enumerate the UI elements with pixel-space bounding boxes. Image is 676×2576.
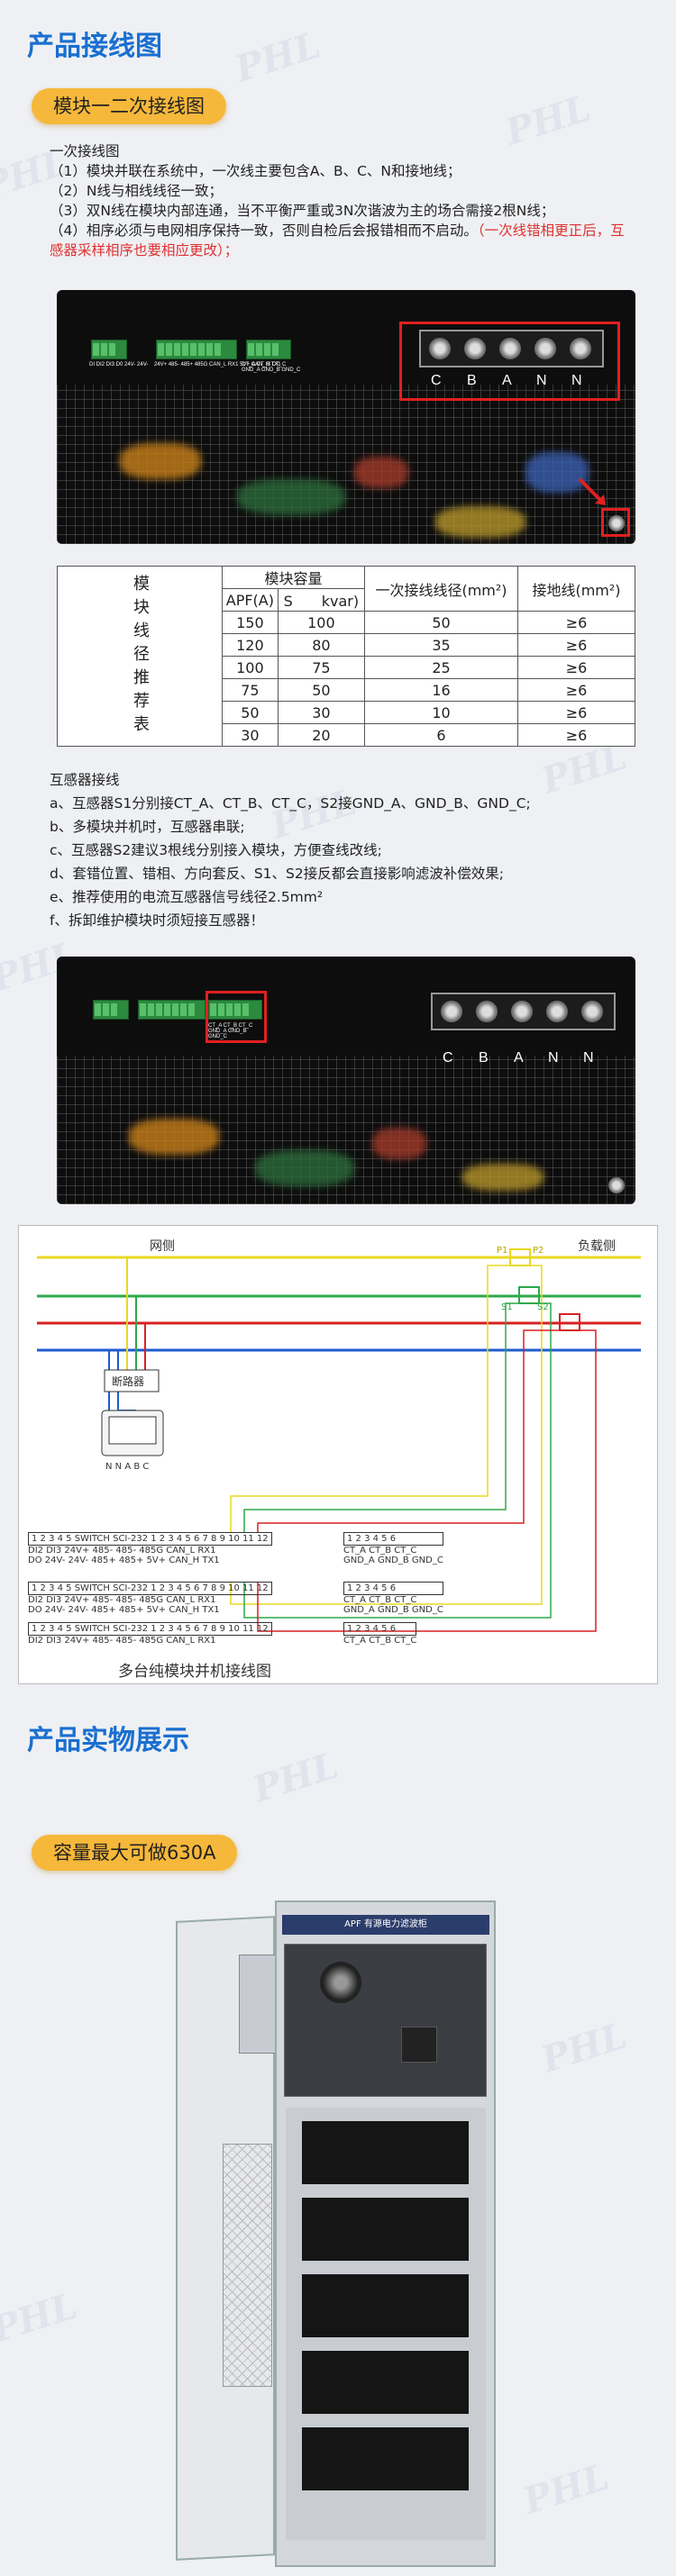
- ct-notes: 互感器接线 a、互感器S1分别接CT_A、CT_B、CT_C，S2接GND_A、…: [50, 770, 644, 930]
- terminal2-label-c: C: [443, 1050, 455, 1066]
- ct-note-e: e、推荐使用的电流互感器信号线径2.5mm²: [50, 889, 324, 905]
- cabinet-header: APF 有源电力滤波柜: [282, 1915, 489, 1935]
- wiring-note-2: （2）N线与相线线径一致；: [50, 183, 223, 199]
- ct-note-d: d、套错位置、错相、方向套反、S1、S2接反都会直接影响滤波补偿效果;: [50, 866, 504, 882]
- ct-row-1: 1 2 3 4 5 6 CT_A CT_B CT_C GND_A GND_B G…: [343, 1532, 443, 1565]
- ct-terminal-highlight: [206, 991, 267, 1043]
- schematic-load-side: 负载侧: [578, 1239, 616, 1254]
- panel2-label-right: CT_A CT_B CT_C GND_A GND_B GND_C: [208, 1023, 253, 1039]
- table-header-s: S kvar): [277, 588, 366, 612]
- ct-row-3: 1 2 3 4 5 6 CT_A CT_B CT_C: [343, 1622, 417, 1646]
- ground-highlight: [601, 508, 630, 537]
- section-title-wiring: 产品接线图: [27, 31, 162, 62]
- ground-screw-2: [608, 1177, 625, 1193]
- terminal2-label-n1: N: [548, 1050, 561, 1066]
- watermark: PHL: [536, 2014, 632, 2082]
- terminal-label-n2: N: [571, 373, 584, 388]
- terminal-label-a: A: [502, 373, 514, 388]
- table-header-ground: 接地线(mm²): [517, 566, 635, 612]
- terminal-block-2: [431, 993, 616, 1030]
- terminal2-label-a: A: [514, 1050, 525, 1066]
- terminal-block: [419, 330, 604, 367]
- module-panel-photo-1: DI DI2 DI3 D0 24V- 24V- 24V+ 485- 485+ 4…: [57, 290, 635, 544]
- ground-screw: [608, 515, 625, 531]
- module-row-1: 1 2 3 4 5 SWITCH SCI-232 1 2 3 4 5 6 7 8…: [28, 1532, 272, 1565]
- section-title-product: 产品实物展示: [27, 1725, 189, 1756]
- schematic-s1: S1: [501, 1302, 513, 1312]
- watermark: PHL: [230, 23, 325, 91]
- wiring-notes: 一次接线图 （1）模块并联在系统中，一次线主要包含A、B、C、N和接地线； （2…: [50, 141, 626, 260]
- wiring-note-red: （一次线错相更正后，互感器采样相序也要相应更改）；: [50, 222, 625, 259]
- table-side-label: 模块线径推荐表: [57, 566, 223, 747]
- module-panel-photo-2: CT_A CT_B CT_C GND_A GND_B GND_C C B A N…: [57, 957, 635, 1204]
- parallel-wiring-schematic: 网侧 负载侧 断路器 N N A B C P1 P2 S1 S2 1 2 3 4…: [18, 1225, 658, 1684]
- schematic-p1: P1: [497, 1246, 508, 1256]
- arrow-icon: [578, 477, 606, 505]
- terminal-label-n1: N: [536, 373, 549, 388]
- watermark: PHL: [518, 2455, 614, 2523]
- ct-note-f: f、拆卸维护模块时须短接互感器！: [50, 912, 264, 929]
- table-header-capacity: 模块容量: [222, 566, 365, 589]
- watermark: PHL: [0, 2284, 82, 2352]
- wiring-note-4: （4）相序必须与电网相序保持一致，否则自检后会报错相而不启动。（一次线错相更正后…: [50, 221, 626, 260]
- ct-row-2: 1 2 3 4 5 6 CT_A CT_B CT_C GND_A GND_B G…: [343, 1582, 443, 1615]
- terminal-highlight: [399, 322, 620, 401]
- module-row-2: 1 2 3 4 5 SWITCH SCI-232 1 2 3 4 5 6 7 8…: [28, 1582, 272, 1615]
- terminal2-label-n2: N: [583, 1050, 596, 1066]
- wiring-note-3: （3）双N线在模块内部连通，当不平衡严重或3N次谐波为主的场合需接2根N线；: [50, 203, 555, 219]
- terminal2-label-b: B: [479, 1050, 490, 1066]
- section-pill-wiring: 模块一二次接线图: [32, 88, 226, 124]
- ct-note-b: b、多模块并机时，互感器串联;: [50, 819, 245, 835]
- wiring-notes-heading: 一次接线图: [50, 143, 120, 159]
- schematic-lines: [37, 1248, 641, 1632]
- wire-size-table: 模块线径推荐表 模块容量 一次接线线径(mm²) 接地线(mm²) APF(A)…: [57, 566, 635, 747]
- watermark: PHL: [248, 1744, 343, 1811]
- panel-label-right: CT_A CT_B CT_C GND_A GND_B GND_C: [242, 362, 301, 373]
- ct-notes-heading: 互感器接线: [50, 772, 120, 788]
- ct-note-a: a、互感器S1分别接CT_A、CT_B、CT_C，S2接GND_A、GND_B、…: [50, 795, 531, 812]
- terminal-label-c: C: [431, 373, 443, 388]
- schematic-caption: 多台纯模块并机接线图: [118, 1663, 271, 1681]
- module-row-3: 1 2 3 4 5 SWITCH SCI-232 1 2 3 4 5 6 7 8…: [28, 1622, 272, 1646]
- schematic-p2: P2: [533, 1246, 544, 1256]
- table-header-apf: APF(A): [222, 588, 279, 612]
- wiring-note-1: （1）模块并联在系统中，一次线主要包含A、B、C、N和接地线；: [50, 163, 461, 179]
- schematic-grid-side: 网侧: [150, 1239, 175, 1254]
- panel-label-mid: 24V+ 485- 485+ 485G CAN_L RX1 5V+ CAN_H …: [154, 362, 281, 367]
- schematic-breaker: 断路器: [112, 1375, 145, 1388]
- schematic-s2: S2: [537, 1302, 549, 1312]
- panel-label-left: DI DI2 DI3 D0 24V- 24V-: [89, 362, 149, 367]
- wiring-note-4-text: （4）相序必须与电网相序保持一致，否则自检后会报错相而不启动。: [50, 222, 478, 239]
- terminal-label-b: B: [467, 373, 479, 388]
- ct-note-c: c、互感器S2建议3根线分别接入模块，方便查线改线;: [50, 842, 382, 858]
- section-pill-product: 容量最大可做630A: [32, 1835, 238, 1871]
- table-header-line: 一次接线线径(mm²): [364, 566, 518, 612]
- schematic-nabc: N N A B C: [105, 1462, 150, 1472]
- cabinet-photo: APF 有源电力滤波柜: [176, 1900, 500, 2567]
